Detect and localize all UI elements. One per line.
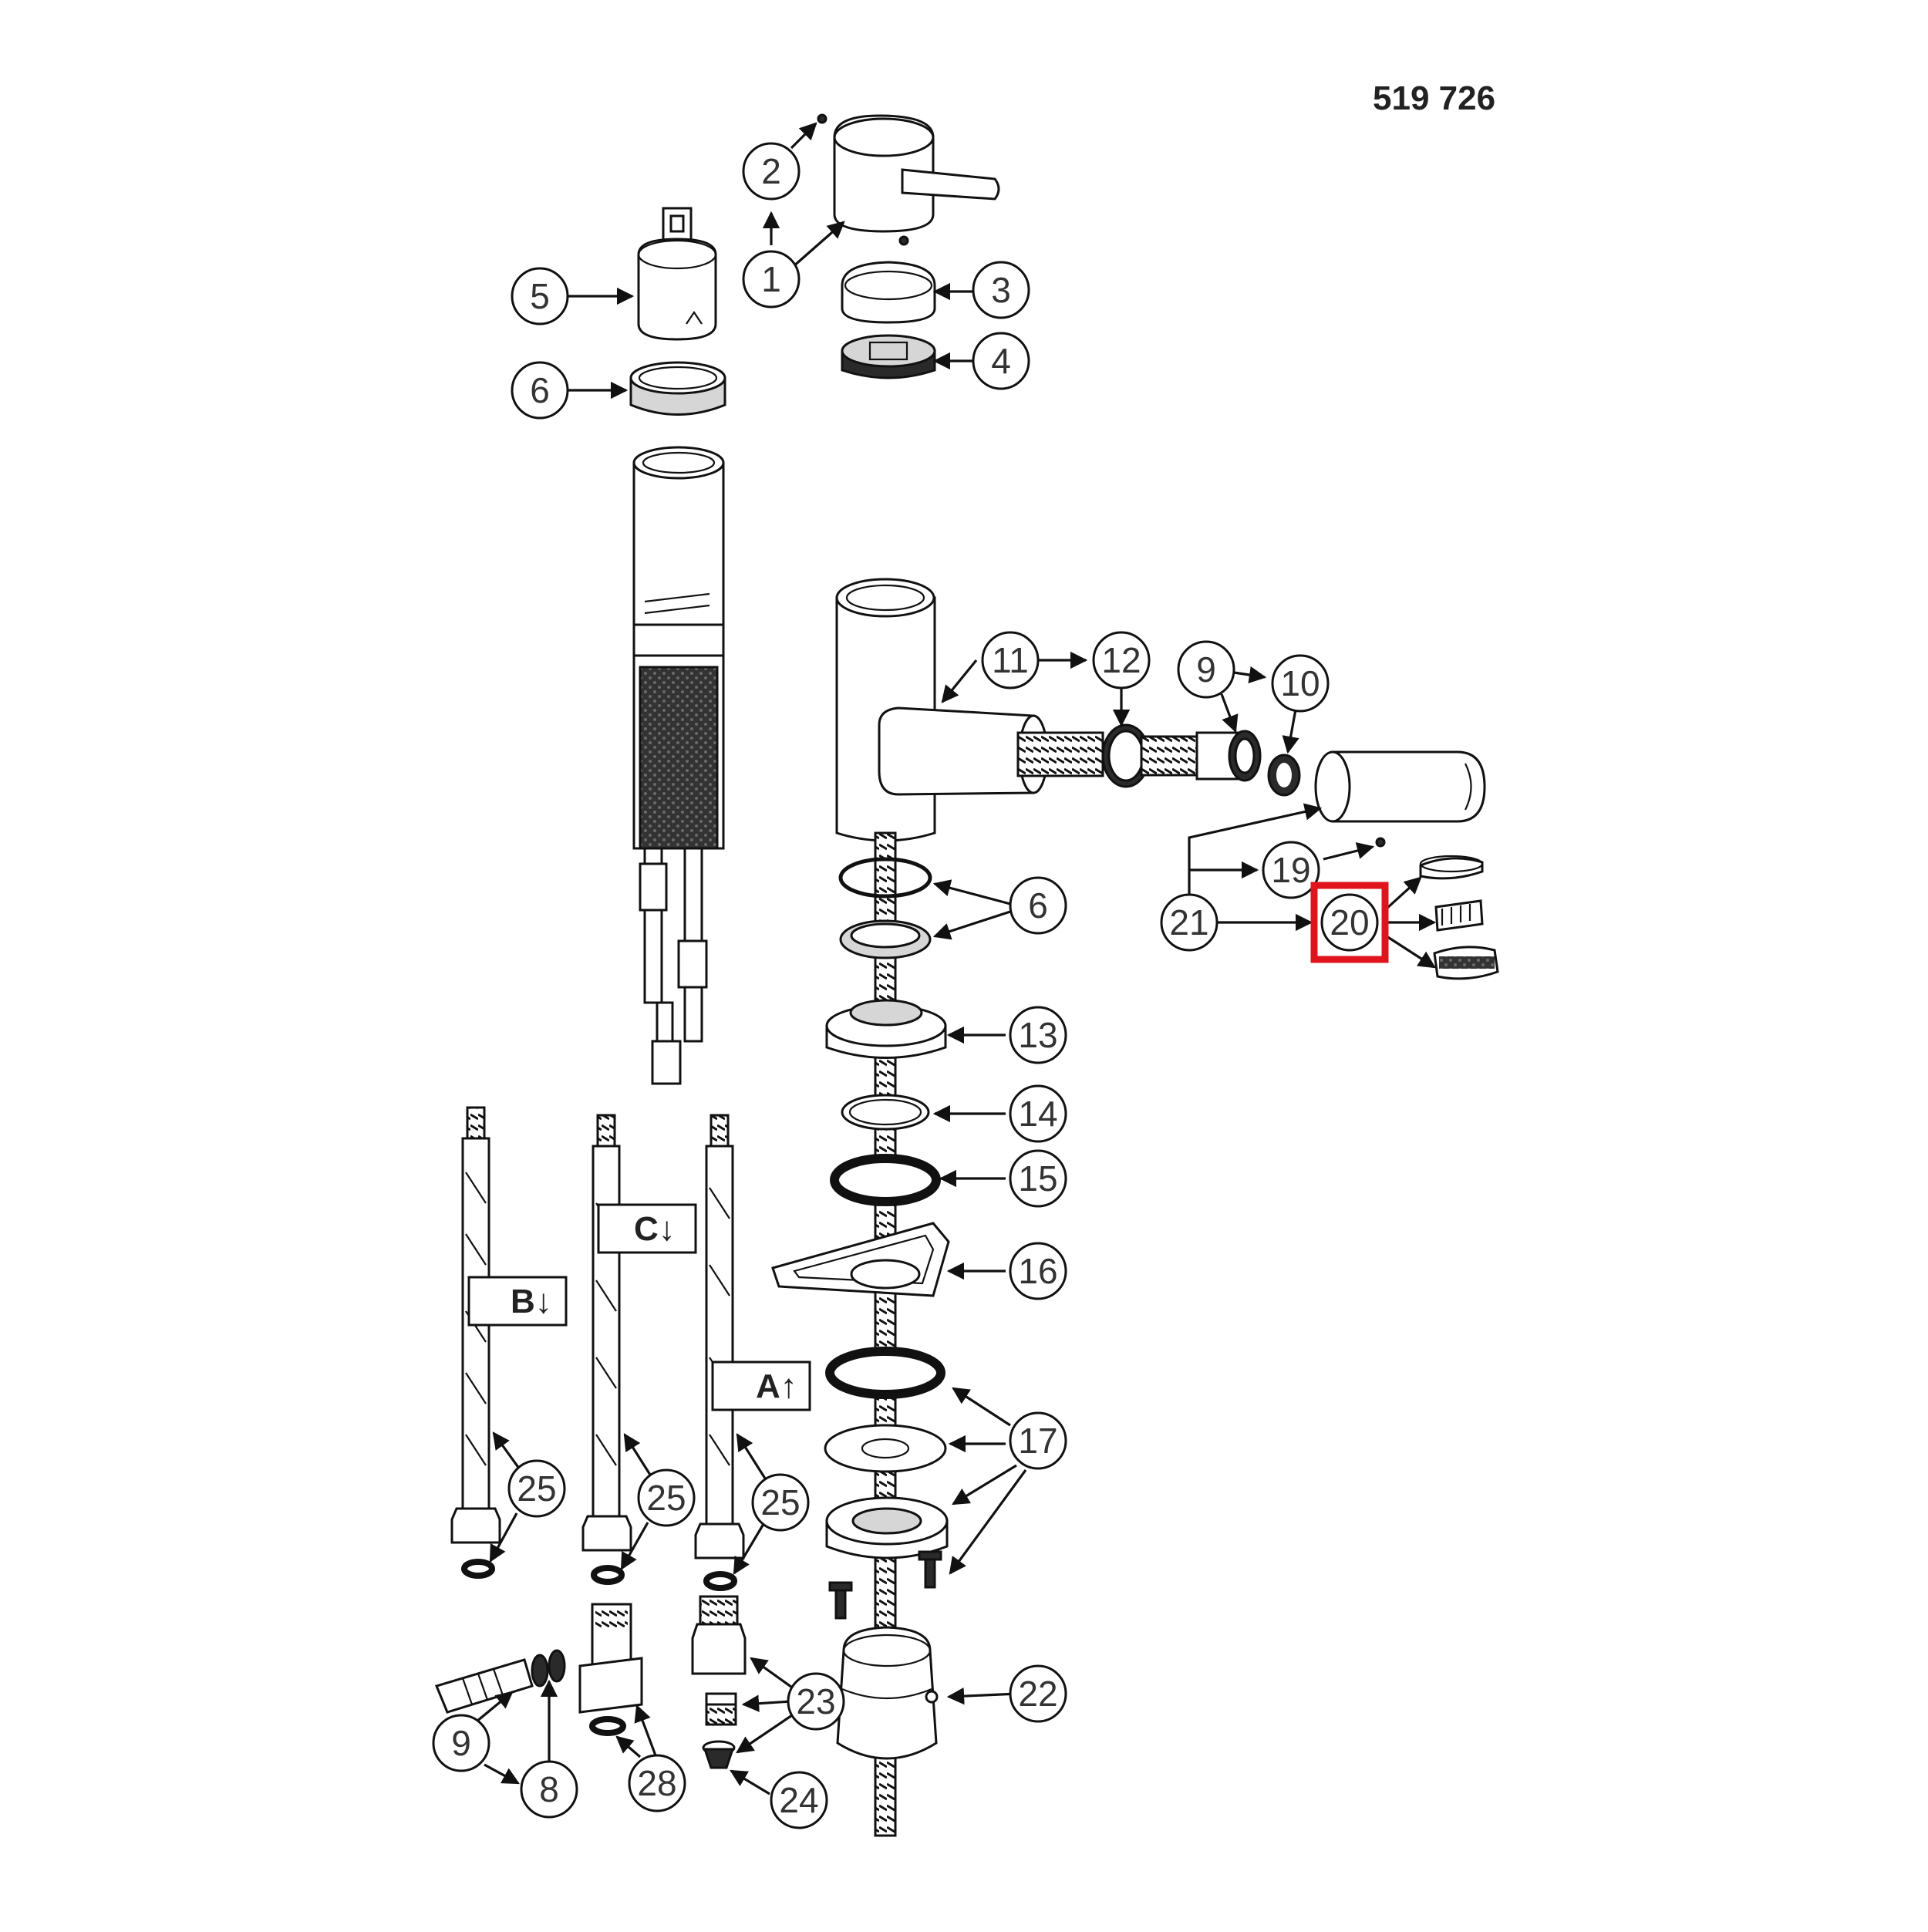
hose-b-part (450, 1106, 501, 1579)
document-code: 519 726 (1373, 79, 1495, 117)
cartridge-nut-part (841, 334, 936, 379)
callout-10: 10 (1271, 654, 1330, 713)
callout-28-label: 28 (637, 1763, 676, 1803)
callout-6-top-label: 6 (530, 370, 550, 410)
rubber-gasket-part (830, 1154, 941, 1206)
callout-13-label: 13 (1018, 1015, 1057, 1055)
callout-12: 12 (1092, 631, 1151, 690)
hose-tag-b-text: B↓ (511, 1283, 552, 1320)
spray-head-part (1314, 750, 1486, 823)
spout-connector-part (1016, 723, 1262, 788)
callout-11-label: 11 (992, 640, 1029, 680)
callout-25-a-label: 25 (760, 1482, 800, 1522)
callout-25-b: 25 (507, 1459, 566, 1518)
handle-lever-part (833, 114, 1000, 233)
callout-28: 28 (628, 1754, 686, 1812)
callout-25-c-label: 25 (646, 1478, 686, 1518)
stem-o-rings-part (838, 857, 932, 959)
callout-24: 24 (770, 1771, 828, 1829)
callout-25-c: 25 (637, 1468, 696, 1527)
callout-1: 1 (742, 250, 801, 309)
callout-20: 20 (1320, 893, 1379, 952)
callout-25-b-label: 25 (517, 1468, 556, 1509)
callout-14: 14 (1009, 1084, 1067, 1143)
adapter-23-part (691, 1595, 747, 1726)
lower-washer-part (824, 1424, 947, 1473)
callout-19: 19 (1262, 841, 1320, 899)
callout-20-label: 20 (1330, 902, 1369, 942)
callout-21: 21 (1160, 893, 1218, 952)
callout-2-label: 2 (761, 151, 781, 191)
callout-5-label: 5 (530, 276, 550, 316)
callout-21-label: 21 (1169, 902, 1208, 942)
callout-6-stem: 6 (1009, 876, 1067, 935)
callout-23-label: 23 (796, 1681, 835, 1721)
callout-9-bottom-label: 9 (451, 1723, 471, 1763)
thin-ring-part (841, 1094, 930, 1131)
rod-end (885, 1850, 886, 1852)
callout-3: 3 (972, 261, 1030, 319)
cartridge-part (637, 207, 717, 341)
callout-6-top: 6 (511, 361, 569, 420)
hose-tag-a: A↑ (711, 1360, 811, 1411)
callout-8: 8 (520, 1760, 578, 1819)
callout-6-stem-label: 6 (1028, 885, 1048, 926)
callout-2: 2 (742, 142, 801, 201)
mounting-plate-part (825, 1496, 949, 1559)
callout-9-top-label: 9 (1196, 649, 1216, 690)
callout-12-label: 12 (1101, 640, 1141, 680)
part-20-highlight-box (1310, 882, 1389, 963)
grub-screw-part (817, 113, 827, 124)
leader-lines (475, 122, 1437, 1795)
callout-11: 11 (981, 631, 1040, 690)
top-ring-part (629, 361, 726, 416)
callout-15: 15 (1009, 1149, 1067, 1208)
triangle-bracket-part (771, 1222, 950, 1297)
hose-tag-a-text: A↑ (756, 1367, 797, 1405)
part-callouts: 1 2 3 4 5 6 11 12 9 10 6 13 14 15 16 17 … (432, 142, 1379, 1829)
callout-16: 16 (1009, 1242, 1067, 1300)
cover-cap-part (841, 235, 936, 324)
callout-5: 5 (511, 267, 569, 325)
lower-gasket-part (825, 1347, 945, 1399)
spray-screw-part (1375, 837, 1386, 848)
main-spout-body-part (835, 578, 1049, 842)
callout-23: 23 (787, 1672, 845, 1731)
callout-15-label: 15 (1018, 1158, 1057, 1199)
callout-17-label: 17 (1018, 1421, 1057, 1461)
fixing-screws-part (828, 1550, 942, 1620)
callout-10-label: 10 (1280, 663, 1320, 703)
callout-17: 17 (1009, 1411, 1067, 1470)
callout-22: 22 (1009, 1664, 1067, 1723)
callout-1-label: 1 (761, 259, 781, 299)
filter-24-part (702, 1740, 736, 1769)
callout-24-label: 24 (779, 1780, 818, 1820)
callout-3-label: 3 (991, 270, 1011, 310)
callout-22-label: 22 (1018, 1674, 1057, 1714)
hose-c-part (581, 1114, 632, 1585)
hose-tag-c-text: C↓ (634, 1210, 676, 1248)
callout-9-bottom: 9 (432, 1714, 490, 1772)
callout-19-label: 19 (1271, 850, 1310, 890)
callout-16-label: 16 (1018, 1251, 1057, 1291)
callout-4: 4 (972, 332, 1030, 390)
hose-tag-c: C↓ (597, 1203, 697, 1254)
callout-13: 13 (1009, 1006, 1067, 1064)
callout-4-label: 4 (991, 341, 1011, 381)
callout-8-label: 8 (539, 1769, 559, 1809)
base-washer-part (825, 999, 947, 1059)
callout-25-a: 25 (751, 1473, 810, 1532)
hose-a-part (694, 1114, 745, 1591)
aerator-parts (1419, 855, 1499, 980)
callout-14-label: 14 (1018, 1094, 1057, 1134)
hose-weight-part (836, 1626, 939, 1760)
hose-tag-b: B↓ (467, 1276, 568, 1327)
valve-assembly-part (434, 1603, 643, 1736)
pull-out-body-part (632, 446, 725, 1085)
callout-9-top: 9 (1177, 640, 1235, 699)
